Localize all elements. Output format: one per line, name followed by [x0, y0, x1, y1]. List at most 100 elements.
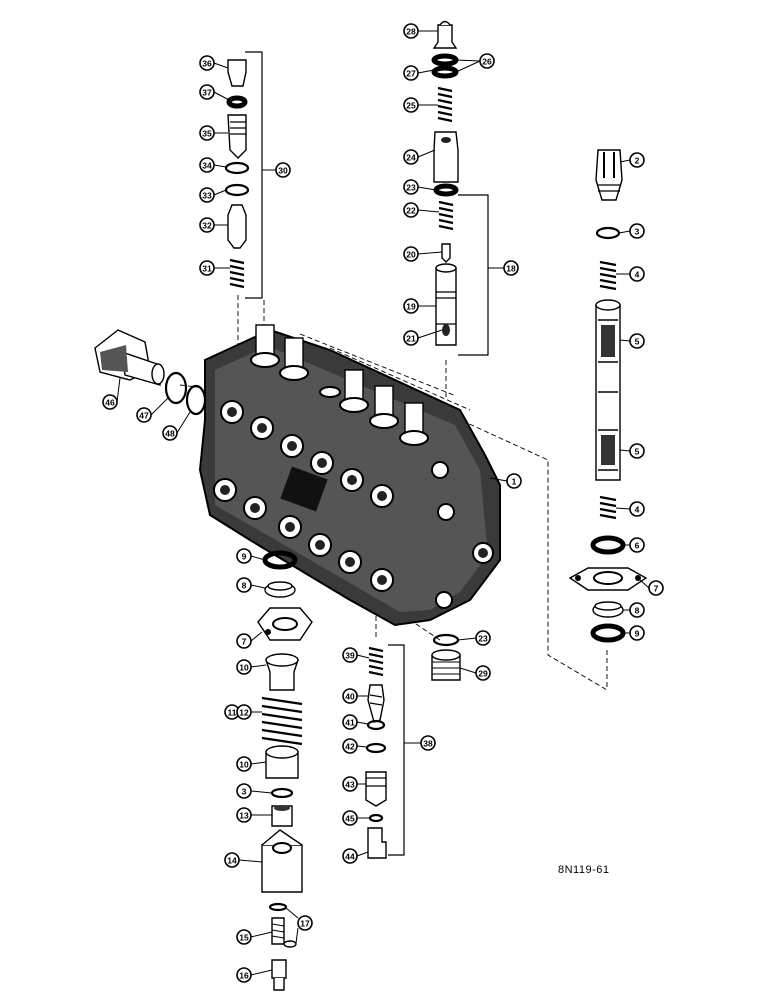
callout-number: 10	[239, 760, 249, 770]
callout-13: 13	[236, 807, 252, 823]
callout-circle	[342, 810, 358, 826]
callout-number: 40	[345, 692, 355, 702]
callout-number: 8	[635, 606, 640, 616]
relief-valve-stack-30	[224, 51, 263, 299]
callout-3: 3	[629, 223, 645, 239]
callout-18: 18	[503, 260, 519, 276]
callout-32: 32	[199, 217, 215, 233]
callout-circle	[136, 407, 152, 423]
callout-38: 38	[420, 735, 436, 751]
callout-number: 1	[512, 477, 517, 487]
callout-number: 3	[635, 227, 640, 237]
callout-number: 23	[406, 183, 416, 193]
callout-circle	[236, 659, 252, 675]
callout-9: 9	[236, 548, 252, 564]
callout-number: 27	[406, 69, 416, 79]
callout-circle	[199, 260, 215, 276]
callout-number: 10	[239, 663, 249, 673]
callout-number: 29	[478, 669, 488, 679]
callout-circle	[475, 665, 491, 681]
callout-28: 28	[403, 23, 419, 39]
callout-23: 23	[403, 179, 419, 195]
callout-7: 7	[236, 633, 252, 649]
callout-circle	[648, 580, 664, 596]
callout-circle	[199, 55, 215, 71]
inlet-fitting-46	[94, 329, 165, 386]
callout-circle	[403, 97, 419, 113]
bottom-center-stack-38	[365, 633, 461, 859]
right-spool-stack	[568, 149, 648, 643]
callout-number: 25	[406, 101, 416, 111]
callout-circle	[506, 473, 522, 489]
callout-circle	[629, 333, 645, 349]
callout-number: 7	[654, 584, 659, 594]
callout-number: 48	[165, 429, 175, 439]
callout-39: 39	[342, 647, 358, 663]
callout-4: 4	[629, 501, 645, 517]
callout-number: 9	[635, 629, 640, 639]
callout-47: 47	[136, 407, 152, 423]
callout-circle	[403, 298, 419, 314]
callout-circle	[629, 223, 645, 239]
callout-number: 22	[406, 206, 416, 216]
callout-circle	[403, 179, 419, 195]
callout-number: 26	[482, 57, 492, 67]
callout-16: 16	[236, 967, 252, 983]
callout-41: 41	[342, 714, 358, 730]
callout-circle	[629, 537, 645, 553]
drawing-reference-number: 8N119-61	[558, 864, 610, 876]
callout-4: 4	[629, 266, 645, 282]
center-valve-stack	[431, 20, 489, 356]
callout-number: 5	[635, 337, 640, 347]
callout-circle	[236, 548, 252, 564]
callout-number: 18	[506, 264, 516, 274]
callout-number: 11	[228, 708, 237, 718]
callout-number: 9	[242, 552, 247, 562]
callout-number: 4	[635, 505, 640, 515]
callout-number: 4	[635, 270, 640, 280]
callout-circle	[629, 501, 645, 517]
callout-number: 15	[239, 933, 249, 943]
callout-circle	[403, 149, 419, 165]
callout-31: 31	[199, 260, 215, 276]
callout-circle	[275, 162, 291, 178]
callout-26: 26	[479, 53, 495, 69]
callout-number: 19	[406, 302, 416, 312]
oring-48	[185, 384, 207, 416]
callout-5: 5	[629, 333, 645, 349]
callout-34: 34	[199, 157, 215, 173]
callout-number: 32	[202, 221, 212, 231]
callout-number: 13	[239, 811, 249, 821]
callout-circle	[403, 330, 419, 346]
callout-circle	[236, 783, 252, 799]
callout-2: 2	[629, 152, 645, 168]
leader-lines	[116, 30, 650, 976]
callout-number: 23	[478, 634, 488, 644]
callout-number: 33	[202, 191, 212, 201]
callout-12: 12	[236, 704, 252, 720]
callout-number: 5	[635, 447, 640, 457]
callout-25: 25	[403, 97, 419, 113]
callout-6: 6	[629, 537, 645, 553]
callout-circle	[236, 704, 252, 720]
callout-1: 1	[506, 473, 522, 489]
callout-29: 29	[475, 665, 491, 681]
callout-circle	[629, 152, 645, 168]
callout-30: 30	[275, 162, 291, 178]
callout-number: 42	[345, 742, 355, 752]
callout-circle	[342, 647, 358, 663]
callout-number: 8	[242, 581, 247, 591]
callout-circle	[297, 915, 313, 931]
callout-20: 20	[403, 246, 419, 262]
callout-number: 6	[635, 541, 640, 551]
callout-number: 37	[202, 88, 212, 98]
oring-47	[164, 371, 188, 405]
callout-number: 46	[105, 398, 115, 408]
callout-number: 16	[239, 971, 249, 981]
callout-5: 5	[629, 443, 645, 459]
callout-45: 45	[342, 810, 358, 826]
callout-circle	[475, 630, 491, 646]
callout-circle	[629, 602, 645, 618]
callout-44: 44	[342, 848, 358, 864]
